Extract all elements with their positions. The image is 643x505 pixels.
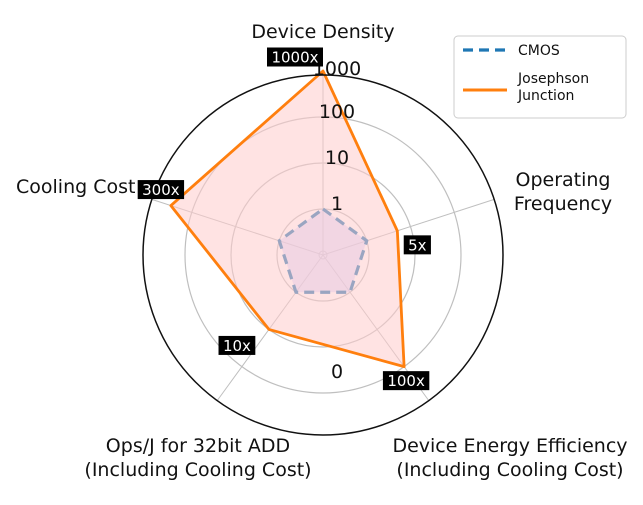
- axis-label: (Including Cooling Cost): [84, 459, 311, 481]
- axis-label: Device Density: [251, 21, 394, 43]
- axis-label: (Including Cooling Cost): [396, 459, 623, 481]
- value-badge-label: 100x: [387, 372, 425, 390]
- legend-box: [453, 35, 627, 119]
- axis-label: Device Energy Efficiency: [392, 435, 627, 457]
- value-badge: [403, 235, 431, 255]
- radial-tick-label: 10: [325, 147, 349, 169]
- axis-label: Ops/J for 32bit ADD: [106, 435, 290, 457]
- legend-label-cmos: CMOS: [518, 43, 560, 59]
- value-badge: [267, 47, 323, 67]
- axis-label: Operating: [516, 169, 611, 191]
- value-badge-label: 1000x: [271, 49, 318, 67]
- series-area-1: [170, 71, 405, 367]
- radial-tick-label: 0: [331, 361, 343, 383]
- value-badge: [382, 371, 430, 391]
- value-badge-label: 10x: [223, 337, 251, 355]
- radial-tick-label: 1: [331, 193, 343, 215]
- series-line-1: [169, 69, 406, 369]
- radial-tick-label: 1000: [313, 58, 361, 80]
- axis-label: Cooling Cost: [16, 176, 135, 198]
- legend-label-jj: Junction: [517, 88, 574, 104]
- axis-label: Frequency: [514, 193, 612, 215]
- value-badge: [137, 180, 185, 200]
- outer-circle: [142, 74, 504, 436]
- radial-tick-label: 100: [319, 101, 355, 123]
- value-badge: [218, 335, 256, 355]
- value-badge-label: 300x: [142, 181, 180, 199]
- legend-label-jj: Josephson: [517, 71, 589, 87]
- value-badge-label: 5x: [408, 236, 427, 254]
